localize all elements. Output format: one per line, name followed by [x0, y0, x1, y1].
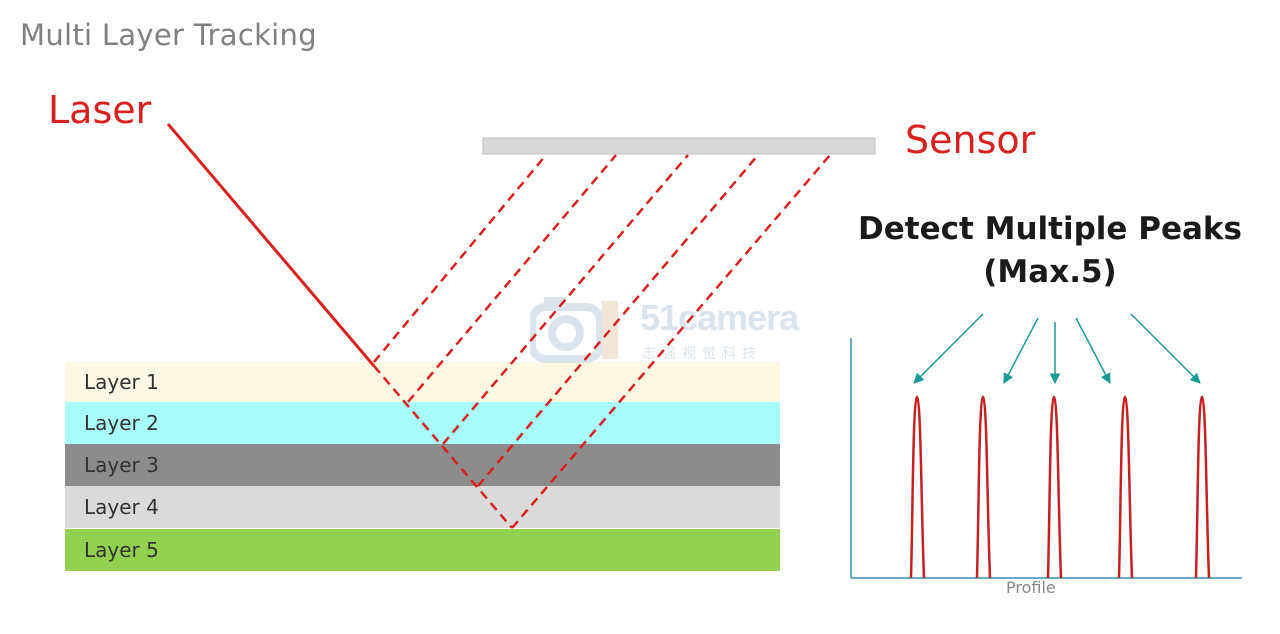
- reflected-beam-5: [511, 154, 831, 529]
- arrow-2: [1003, 317, 1039, 384]
- reflected-beam-4: [477, 154, 759, 487]
- layer-label: Layer 1: [84, 370, 159, 394]
- laser-beam: [166, 123, 376, 367]
- arrow-4: [1075, 317, 1111, 384]
- camera-logo-icon: [528, 297, 618, 363]
- watermark-subtext: 志强视觉科技: [642, 346, 762, 362]
- peaks-title: Detect Multiple Peaks (Max.5): [850, 208, 1250, 294]
- profile-axes: [850, 338, 1242, 579]
- layer-label: Layer 5: [84, 538, 159, 562]
- reflected-beam-2: [407, 154, 617, 403]
- layer-4: Layer 4: [65, 486, 780, 528]
- page-title: Multi Layer Tracking: [20, 18, 317, 52]
- laser-label: Laser: [48, 88, 152, 132]
- arrow-5: [1130, 313, 1201, 384]
- profile-peaks: [909, 395, 1211, 579]
- layer-label: Layer 3: [84, 453, 159, 477]
- reflected-beam-1: [373, 154, 547, 363]
- peak-arrows: [913, 313, 1201, 385]
- profile-label: Profile: [1006, 578, 1056, 597]
- layer-label: Layer 4: [84, 495, 159, 519]
- sensor-bar: [482, 137, 876, 155]
- peak-1: [909, 395, 926, 579]
- layer-2: Layer 2: [65, 402, 780, 444]
- reflected-beams: [373, 154, 831, 529]
- peaks-title-line2: (Max.5): [983, 254, 1117, 290]
- layer-3: Layer 3: [65, 444, 780, 486]
- peaks-title-line1: Detect Multiple Peaks: [858, 211, 1242, 247]
- arrow-1: [913, 313, 984, 384]
- layer-5: Layer 5: [65, 529, 780, 571]
- peak-3: [1046, 395, 1063, 579]
- peak-2: [975, 395, 992, 579]
- layer-1: Layer 1: [65, 362, 780, 402]
- refracted-path: [373, 365, 513, 529]
- watermark-logo: 51camera 志强视觉科技: [528, 295, 800, 365]
- watermark-text: 51camera: [640, 297, 799, 338]
- peak-4: [1117, 395, 1134, 579]
- peak-5: [1194, 395, 1211, 579]
- layer-label: Layer 2: [84, 411, 159, 435]
- reflected-beam-3: [442, 154, 689, 445]
- sensor-label: Sensor: [905, 118, 1036, 162]
